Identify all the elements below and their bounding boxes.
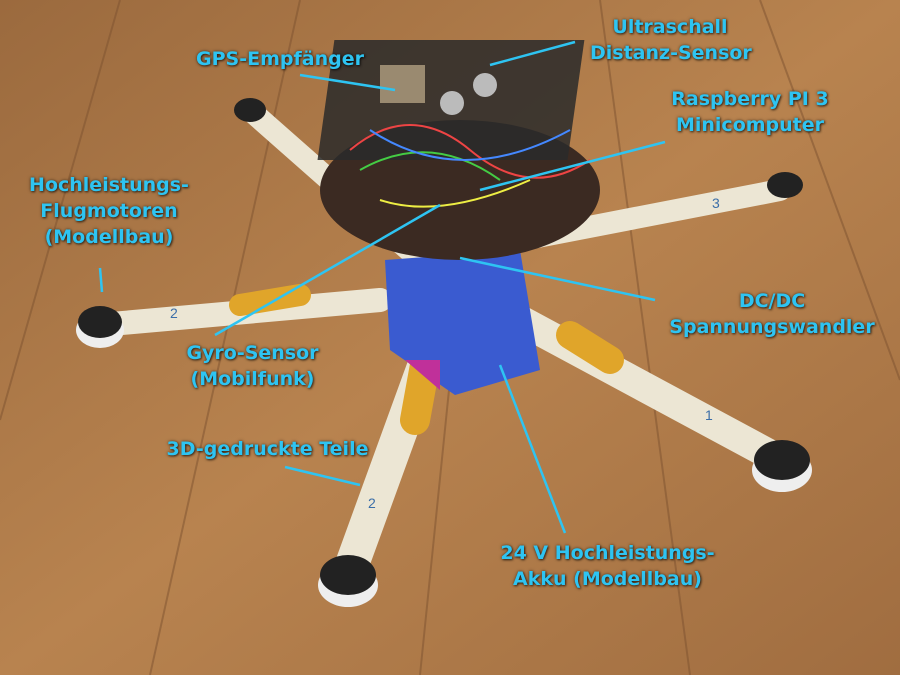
label-line: Hochleistungs- bbox=[29, 174, 189, 196]
arm-number: 3 bbox=[712, 195, 720, 211]
leader-lines bbox=[98, 40, 666, 534]
label-line: GPS-Empfänger bbox=[196, 48, 364, 70]
arm-numbers: 2 3 1 2 bbox=[170, 195, 720, 511]
label-line: Gyro-Sensor bbox=[186, 342, 319, 364]
label-line: Minicomputer bbox=[675, 114, 825, 136]
arm-number: 2 bbox=[170, 305, 178, 321]
label-flight-motors: Hochleistungs- Flugmotoren (Modellbau) bbox=[14, 172, 204, 250]
label-battery: 24 V Hochleistungs- Akku (Modellbau) bbox=[485, 540, 730, 592]
label-gps-receiver: GPS-Empfänger bbox=[190, 46, 370, 72]
label-line: Flugmotoren bbox=[40, 200, 178, 222]
label-line: Ultraschall bbox=[612, 16, 728, 38]
label-line: Spannungswandler bbox=[669, 316, 875, 338]
motors bbox=[76, 98, 812, 607]
gps-module bbox=[380, 65, 425, 103]
label-line: Akku (Modellbau) bbox=[513, 568, 702, 590]
label-3d-printed-parts: 3D-gedruckte Teile bbox=[150, 436, 385, 462]
arm-number: 2 bbox=[368, 495, 376, 511]
label-line: 3D-gedruckte Teile bbox=[166, 438, 369, 460]
label-gyro-sensor: Gyro-Sensor (Mobilfunk) bbox=[175, 340, 330, 392]
label-line: Distanz-Sensor bbox=[590, 42, 752, 64]
label-dcdc-converter: DC/DC Spannungswandler bbox=[652, 288, 892, 340]
label-line: 24 V Hochleistungs- bbox=[500, 542, 715, 564]
label-raspberry-pi: Raspberry PI 3 Minicomputer bbox=[660, 86, 840, 138]
label-line: DC/DC bbox=[738, 290, 806, 312]
label-ultrasonic-sensor: Ultraschall Distanz-Sensor bbox=[590, 14, 752, 66]
label-line: Raspberry PI 3 bbox=[671, 88, 829, 110]
arm-number: 1 bbox=[705, 407, 713, 423]
label-line: (Modellbau) bbox=[44, 226, 174, 248]
label-line: (Mobilfunk) bbox=[190, 368, 315, 390]
drone-body bbox=[317, 40, 600, 395]
